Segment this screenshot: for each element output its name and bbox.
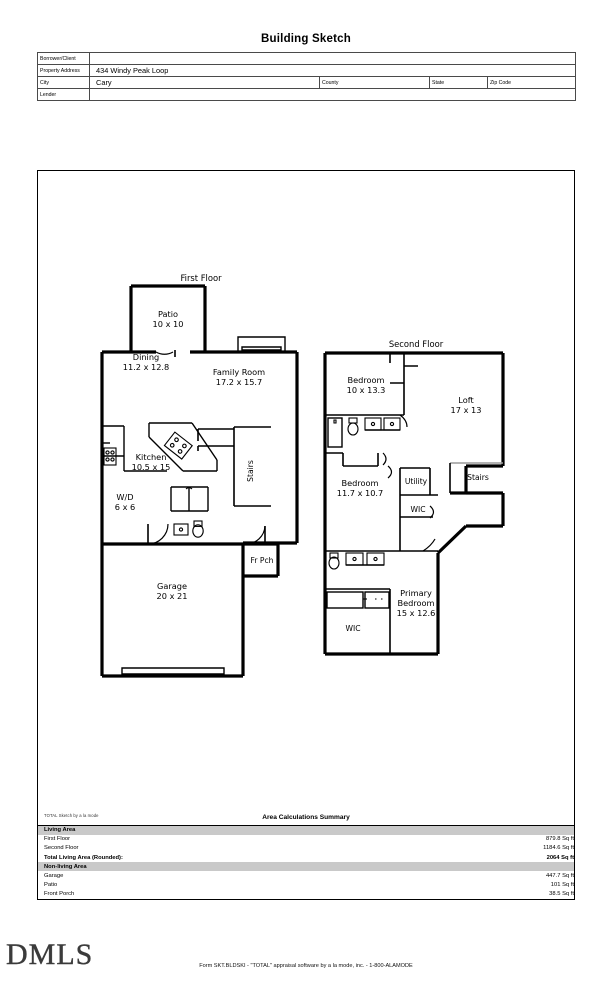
section-living-area-label: Living Area [38,825,574,835]
room-label-bedroom2-name: Bedroom [341,478,378,488]
room-label-primary-dims: 15 x 12.6 [397,608,436,618]
room-label-primary-name2: Bedroom [397,598,434,608]
room-label-kitchen-dims: 10.5 x 15 [132,462,171,472]
property-info-table: Borrower/Client Property Address 434 Win… [37,52,576,101]
room-label-stairs-second: Stairs [467,473,489,482]
room-label-bedroom2-dims: 11.7 x 10.7 [337,488,384,498]
row-label-second-floor: Second Floor [44,845,79,852]
second-floor-group: Second Floor Bedroom 10 x 13.3 Loft 17 x… [323,339,505,656]
room-label-patio-dims: 10 x 10 [153,319,184,329]
floor-plan-drawing: .wall { fill:none; stroke:#000; stroke-w… [38,171,576,781]
summary-row-total: Total Living Area (Rounded): 2064 Sq ft [38,853,574,862]
property-address-label: Property Address [37,64,90,77]
info-row-lender: Lender [37,88,576,101]
summary-section-heading: Living Area [38,825,574,835]
room-label-dining-dims: 11.2 x 12.8 [123,362,170,372]
room-label-patio-name: Patio [158,309,178,319]
footer-form-line: Form SKT.BLDSKI - "TOTAL" appraisal soft… [199,963,413,969]
row-amount-total-living-area: 2064 Sq ft [546,854,574,861]
sketch-frame: .wall { fill:none; stroke:#000; stroke-w… [37,170,575,900]
state-label: State [429,76,488,89]
info-row-address: Property Address 434 Windy Peak Loop [37,64,576,77]
room-label-dining-name: Dining [133,352,159,362]
row-amount-second-floor: 1184.6 Sq ft [543,845,574,852]
borrower-label: Borrower/Client [37,52,90,65]
room-label-family-name: Family Room [213,367,265,377]
borrower-value[interactable] [89,52,576,65]
room-label-family-dims: 17.2 x 15.7 [216,377,263,387]
info-row-city: City Cary County State Zip Code [37,76,576,89]
room-label-wd-name: W/D [116,492,133,502]
row-amount-garage: 447.7 Sq ft [545,873,574,880]
sketch-credit: TOTAL Sketch by a la mode [44,812,99,818]
summary-row: Garage 447.7 Sq ft [38,871,574,880]
lender-label: Lender [37,88,90,101]
page-title: Building Sketch [261,33,351,45]
summary-title: Area Calculations Summary [262,813,350,821]
zip-label: Zip Code [487,76,576,89]
area-calculations-summary: TOTAL Sketch by a la mode Area Calculati… [38,811,574,900]
county-label: County [319,76,430,89]
city-label: City [37,76,90,89]
row-label-front-porch: Front Porch [44,891,75,898]
room-label-wd-dims: 6 x 6 [115,502,135,512]
first-floor-group: Dining 11.2 x 12.8 Family Room 17.2 x 15… [100,273,299,678]
dmls-watermark: DMLS [6,938,94,971]
summary-row: Patio 101 Sq ft [38,881,574,890]
room-label-utility: Utility [405,477,428,486]
room-label-garage-dims: 20 x 21 [157,591,188,601]
row-label-patio: Patio [44,882,58,889]
row-label-first-floor: First Floor [44,836,71,843]
row-label-garage: Garage [44,873,64,880]
summary-table: Living Area First Floor 879.8 Sq ft Seco… [38,825,574,900]
property-address-value[interactable]: 434 Windy Peak Loop [89,64,576,77]
city-value[interactable]: Cary [89,76,320,89]
room-label-kitchen-name: Kitchen [136,452,167,462]
summary-header: TOTAL Sketch by a la mode Area Calculati… [38,811,574,826]
room-label-stairs-first: Stairs [246,460,255,482]
second-floor-title: Second Floor [389,339,444,349]
room-label-bedroom1-name: Bedroom [347,375,384,385]
lender-value[interactable] [89,88,576,101]
summary-row: Front Porch 38.5 Sq ft [38,890,574,899]
summary-section-heading: Non-living Area [38,862,574,872]
summary-row: First Floor 879.8 Sq ft [38,835,574,844]
row-amount-front-porch: 38.5 Sq ft [549,891,574,898]
room-label-loft-dims: 17 x 13 [451,405,482,415]
section-non-living-area-label: Non-living Area [38,862,574,872]
first-floor-title: First Floor [180,273,222,283]
room-label-garage-name: Garage [157,581,187,591]
room-label-bedroom1-dims: 10 x 13.3 [347,385,386,395]
row-amount-first-floor: 879.8 Sq ft [545,836,574,843]
room-label-wic-upper: WIC [410,505,425,514]
info-row-borrower: Borrower/Client [37,52,576,65]
room-label-loft-name: Loft [458,395,474,405]
row-label-total-living-area: Total Living Area (Rounded): [44,854,123,861]
room-label-front-porch: Fr Pch [251,556,274,565]
summary-row: Second Floor 1184.6 Sq ft [38,844,574,853]
row-amount-patio: 101 Sq ft [550,882,574,889]
room-label-primary-name: Primary [400,588,432,598]
room-label-wic-lower: WIC [345,624,360,633]
